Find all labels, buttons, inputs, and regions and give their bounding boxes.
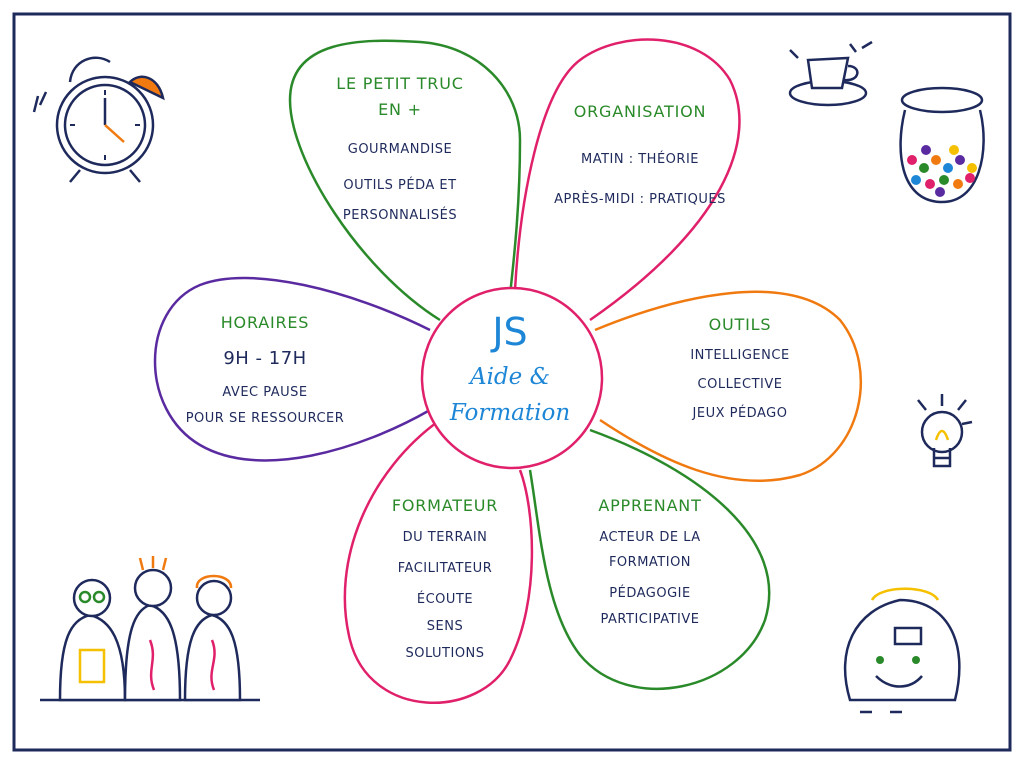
petal-organisation	[513, 38, 741, 322]
petal-formateur-line: SENS	[426, 619, 464, 634]
petal-apprenant-line: FORMATION	[608, 555, 692, 570]
petal-organisation-title: ORGANISATION	[573, 102, 707, 121]
center-subtitle-line2: Formation	[449, 400, 571, 426]
petal-formateur-title: FORMATEUR	[391, 496, 499, 515]
petal-formateur-line: SOLUTIONS	[405, 646, 485, 661]
petal-horaires-hours: 9H - 17H	[223, 348, 307, 369]
petal-formateur-line: ÉCOUTE	[416, 592, 474, 607]
center-circle	[420, 286, 604, 470]
three-people-icon	[40, 556, 260, 702]
petal-petit-truc-title1: LE PETIT TRUC	[336, 74, 464, 93]
frame-border	[12, 12, 1012, 752]
petal-petit-truc-title2: EN +	[378, 100, 422, 119]
petal-petit-truc-line: GOURMANDISE	[347, 142, 453, 157]
petal-formateur	[343, 418, 534, 705]
petal-formateur-line: FACILITATEUR	[397, 561, 493, 576]
center-subtitle-line1: Aide &	[469, 364, 551, 390]
petal-horaires-line: POUR SE RESSOURCER	[185, 411, 345, 426]
petal-formateur-line: DU TERRAIN	[402, 530, 488, 545]
petal-outils-title: OUTILS	[708, 315, 772, 334]
petal-apprenant-line: PARTICIPATIVE	[600, 612, 700, 627]
petal-outils-line: INTELLIGENCE	[690, 348, 790, 363]
petal-petit-truc	[288, 39, 522, 322]
petal-organisation-line: APRÈS-MIDI : PRATIQUES	[554, 192, 726, 207]
candy-jar-icon	[899, 86, 985, 204]
petal-petit-truc-line: PERSONNALISÉS	[342, 208, 458, 223]
petal-outils	[594, 290, 862, 483]
petal-apprenant-title: APPRENANT	[598, 496, 702, 515]
smiling-bag-icon	[843, 587, 961, 714]
petal-apprenant-line: ACTEUR DE LA	[599, 530, 701, 545]
petal-outils-line: COLLECTIVE	[697, 377, 783, 392]
petal-apprenant-line: PÉDAGOGIE	[609, 586, 691, 601]
petal-horaires	[153, 276, 431, 462]
light-bulb-icon	[917, 394, 973, 468]
center-title: JS	[492, 310, 528, 354]
petal-petit-truc-line: OUTILS PÉDA ET	[343, 178, 457, 193]
petal-outils-line: JEUX PÉDAGO	[692, 406, 788, 421]
petal-horaires-title: HORAIRES	[220, 313, 310, 332]
petal-horaires-line: AVEC PAUSE	[222, 385, 308, 400]
coffee-cup-icon	[788, 40, 873, 107]
alarm-clock-icon	[32, 56, 165, 183]
petal-apprenant	[528, 428, 771, 690]
petal-organisation-line: MATIN : THÉORIE	[581, 152, 699, 167]
